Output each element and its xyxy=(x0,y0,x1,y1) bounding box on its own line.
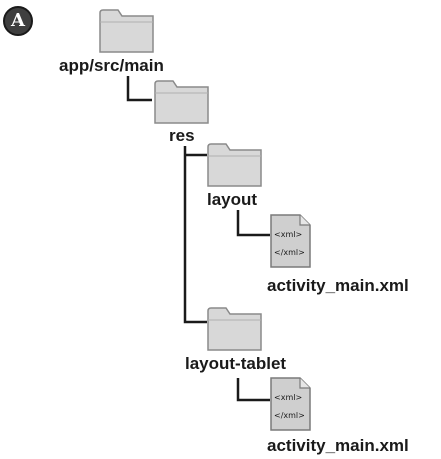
xml-file-icon: <xml> </xml> xyxy=(270,377,311,431)
xml-open-tag: <xml> xyxy=(274,393,302,402)
folder-icon xyxy=(154,80,209,124)
step-badge: A xyxy=(3,6,33,36)
connector-layout-file xyxy=(236,210,270,237)
folder-label-res: res xyxy=(169,126,195,145)
folder-label-app-src-main: app/src/main xyxy=(59,56,164,75)
xml-file-icon: <xml> </xml> xyxy=(270,214,311,268)
xml-close-tag: </xml> xyxy=(274,248,305,257)
connector-tablet-file xyxy=(236,378,270,402)
connector-res-trunk xyxy=(183,146,207,324)
folder-label-layout-tablet: layout-tablet xyxy=(185,354,287,373)
xml-close-tag: </xml> xyxy=(274,411,305,420)
file-label-activity-main-tablet: activity_main.xml xyxy=(267,436,409,455)
connector-root-res xyxy=(126,76,152,102)
folder-label-layout: layout xyxy=(207,190,258,209)
folder-icon xyxy=(207,143,262,187)
xml-open-tag: <xml> xyxy=(274,230,302,239)
folder-icon xyxy=(207,307,262,351)
folder-icon xyxy=(99,9,154,53)
file-label-activity-main: activity_main.xml xyxy=(267,276,409,295)
